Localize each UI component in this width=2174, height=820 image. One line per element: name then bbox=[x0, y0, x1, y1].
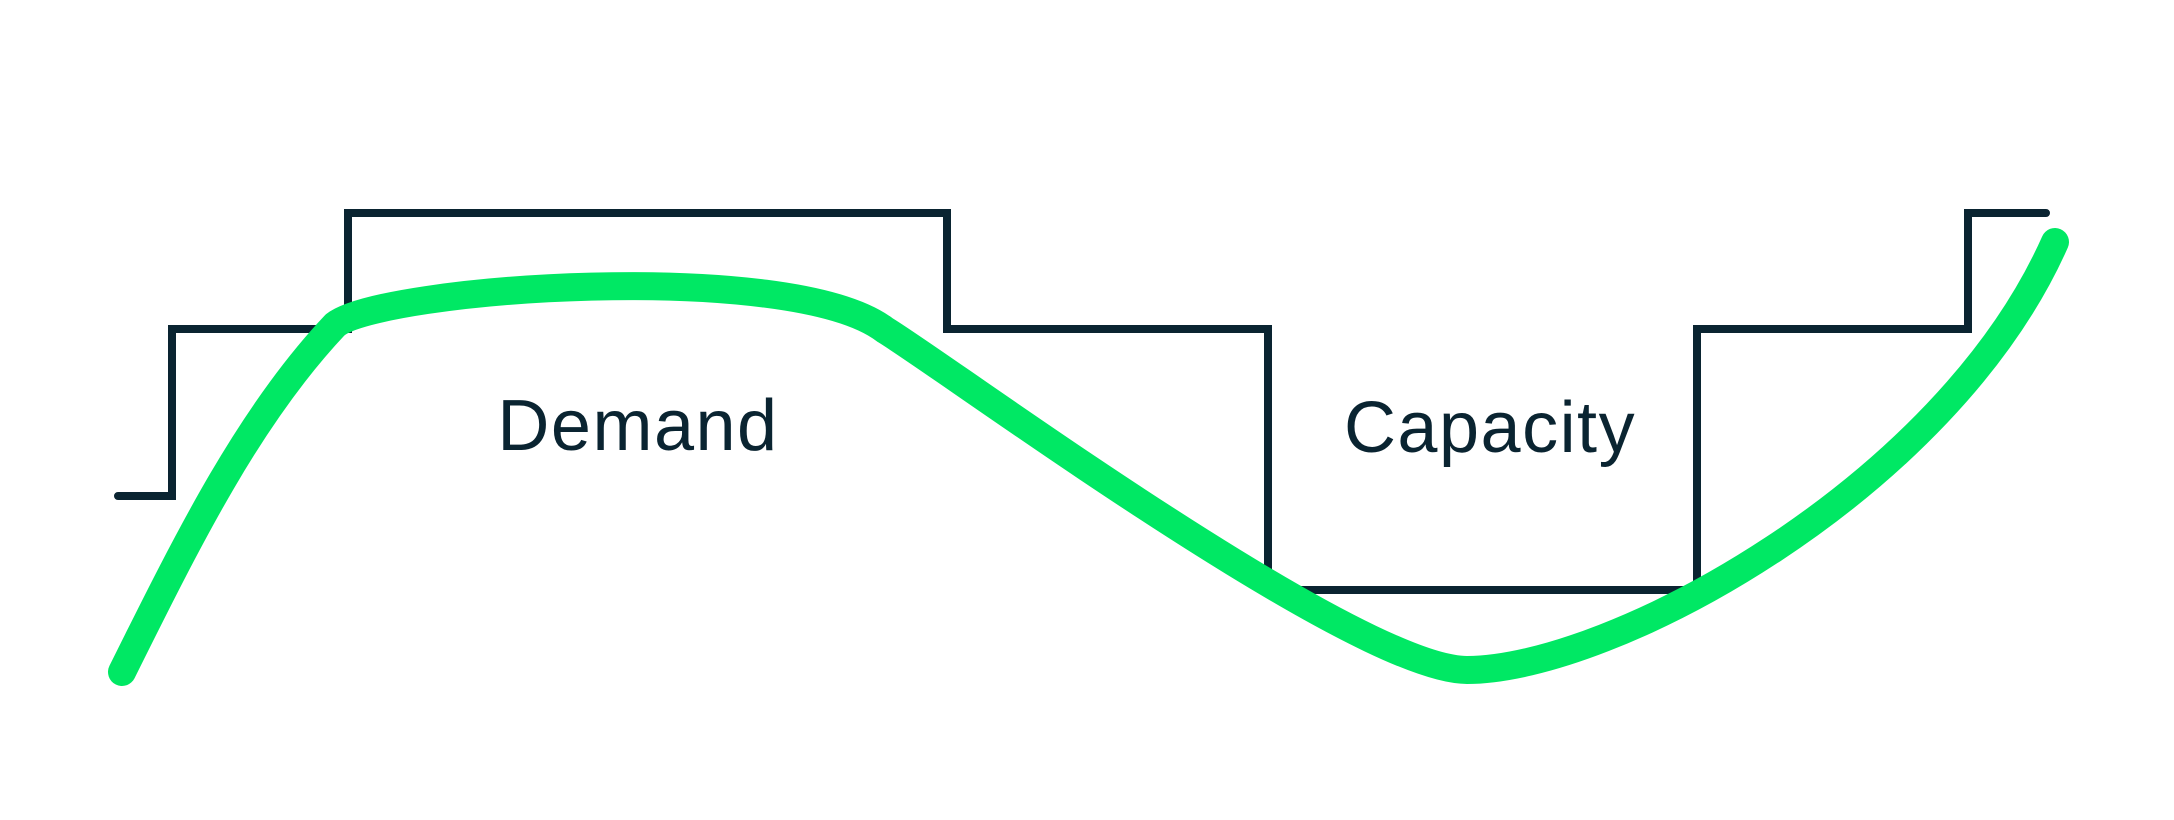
demand-label: Demand bbox=[497, 386, 778, 466]
demand-curve bbox=[108, 228, 2069, 686]
capacity-label: Capacity bbox=[1344, 388, 1636, 468]
capacity-step-line bbox=[114, 209, 2050, 594]
